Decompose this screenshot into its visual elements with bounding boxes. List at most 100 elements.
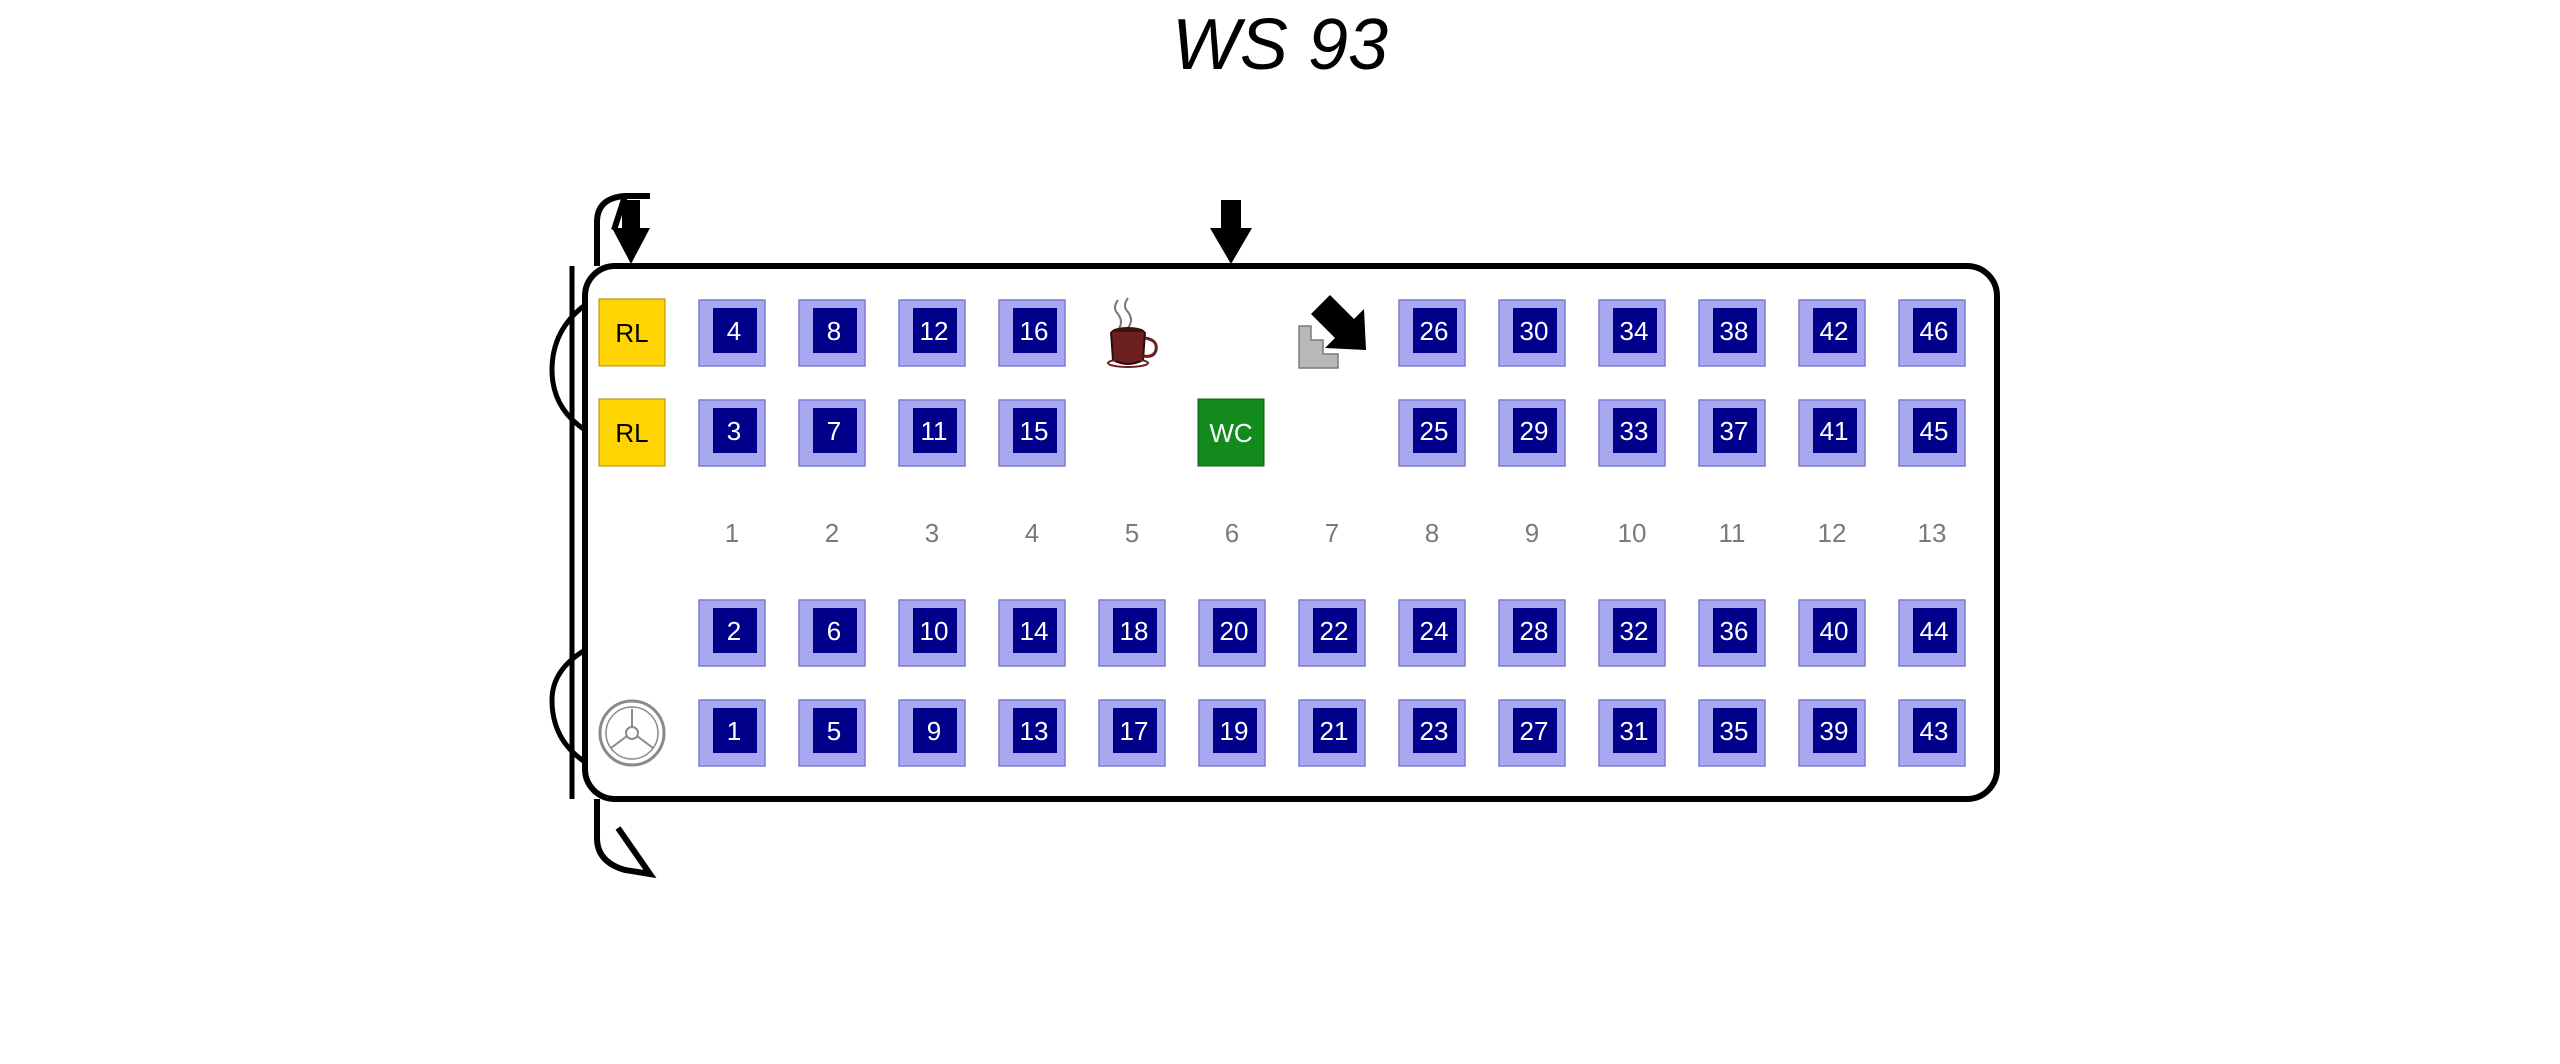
seat[interactable]: 26 (1398, 299, 1466, 367)
seat[interactable]: 39 (1798, 699, 1866, 767)
seat[interactable]: 9 (898, 699, 966, 767)
seat[interactable]: 35 (1698, 699, 1766, 767)
seat-number: 45 (1920, 416, 1949, 446)
seat[interactable]: 24 (1398, 599, 1466, 667)
seat[interactable]: 22 (1298, 599, 1366, 667)
seat-number: 13 (1020, 716, 1049, 746)
seat-number: 5 (827, 716, 841, 746)
column-number: 12 (1818, 518, 1847, 548)
seat-number: 16 (1020, 316, 1049, 346)
seat-number: 18 (1120, 616, 1149, 646)
column-number: 11 (1719, 518, 1746, 548)
column-number: 1 (725, 518, 739, 548)
seat[interactable]: 13 (998, 699, 1066, 767)
seat-number: 21 (1320, 716, 1349, 746)
seat-number: 31 (1620, 716, 1649, 746)
seat-number: 4 (727, 316, 741, 346)
seat[interactable]: 33 (1598, 399, 1666, 467)
seat[interactable]: 34 (1598, 299, 1666, 367)
seat[interactable]: 37 (1698, 399, 1766, 467)
column-number: 10 (1618, 518, 1647, 548)
seat[interactable]: 18 (1098, 599, 1166, 667)
seat[interactable]: 36 (1698, 599, 1766, 667)
rl-label-top: RL (615, 318, 648, 348)
seat[interactable]: 19 (1198, 699, 1266, 767)
coffee-cup-icon (1107, 297, 1158, 368)
seat[interactable]: 16 (998, 299, 1066, 367)
seat[interactable]: 21 (1298, 699, 1366, 767)
seat-number: 37 (1720, 416, 1749, 446)
seat[interactable]: 5 (798, 699, 866, 767)
seat[interactable]: 15 (998, 399, 1066, 467)
seat[interactable]: 45 (1898, 399, 1966, 467)
seat-number: 9 (927, 716, 941, 746)
seat[interactable]: 27 (1498, 699, 1566, 767)
seat-number: 35 (1720, 716, 1749, 746)
entry-arrow-icon (1311, 295, 1366, 350)
seat-number: 46 (1920, 316, 1949, 346)
seat-number: 19 (1220, 716, 1249, 746)
seat-number: 42 (1820, 316, 1849, 346)
seat[interactable]: 29 (1498, 399, 1566, 467)
seat-number: 32 (1620, 616, 1649, 646)
seat[interactable]: 43 (1898, 699, 1966, 767)
seat-number: 6 (827, 616, 841, 646)
seat[interactable]: 8 (798, 299, 866, 367)
seat[interactable]: 31 (1598, 699, 1666, 767)
wc-label: WC (1209, 418, 1252, 448)
seat[interactable]: 28 (1498, 599, 1566, 667)
seat-number: 29 (1520, 416, 1549, 446)
seat-number: 11 (921, 416, 948, 446)
seat[interactable]: 12 (898, 299, 966, 367)
seat[interactable]: 42 (1798, 299, 1866, 367)
seat-number: 27 (1520, 716, 1549, 746)
seat[interactable]: 20 (1198, 599, 1266, 667)
entry-arrow-icon (612, 200, 650, 264)
seat[interactable]: 10 (898, 599, 966, 667)
seat[interactable]: 40 (1798, 599, 1866, 667)
seat[interactable]: 14 (998, 599, 1066, 667)
column-number: 8 (1425, 518, 1439, 548)
rl-label-bottom: RL (615, 418, 648, 448)
seat[interactable]: 2 (698, 599, 766, 667)
seat[interactable]: 3 (698, 399, 766, 467)
seat[interactable]: 38 (1698, 299, 1766, 367)
seat[interactable]: 7 (798, 399, 866, 467)
seat[interactable]: 25 (1398, 399, 1466, 467)
seat-number: 25 (1420, 416, 1449, 446)
seat-number: 24 (1420, 616, 1449, 646)
seat[interactable]: 11 (898, 399, 966, 467)
steering-wheel-icon (598, 699, 666, 767)
column-number: 3 (925, 518, 939, 548)
seat-number: 23 (1420, 716, 1449, 746)
seat[interactable]: 1 (698, 699, 766, 767)
seat[interactable]: 32 (1598, 599, 1666, 667)
seat-number: 17 (1120, 716, 1149, 746)
rl-box-top: RL (598, 298, 666, 367)
seat-number: 36 (1720, 616, 1749, 646)
seat-number: 3 (727, 416, 741, 446)
seat-number: 15 (1020, 416, 1049, 446)
seat-number: 12 (920, 316, 949, 346)
column-number: 9 (1525, 518, 1539, 548)
seat-number: 40 (1820, 616, 1849, 646)
seat[interactable]: 4 (698, 299, 766, 367)
page-title: WS 93 (1171, 5, 1389, 85)
seat[interactable]: 23 (1398, 699, 1466, 767)
seat-number: 10 (920, 616, 949, 646)
seat-number: 1 (727, 716, 741, 746)
seat[interactable]: 30 (1498, 299, 1566, 367)
rl-box-bottom: RL (598, 398, 666, 467)
seat-number: 38 (1720, 316, 1749, 346)
seat[interactable]: 41 (1798, 399, 1866, 467)
seat[interactable]: 44 (1898, 599, 1966, 667)
seat[interactable]: 17 (1098, 699, 1166, 767)
seat[interactable]: 46 (1898, 299, 1966, 367)
seat-number: 26 (1420, 316, 1449, 346)
seat[interactable]: 6 (798, 599, 866, 667)
column-number: 7 (1325, 518, 1339, 548)
seat-number: 41 (1820, 416, 1849, 446)
seat-number: 8 (827, 316, 841, 346)
